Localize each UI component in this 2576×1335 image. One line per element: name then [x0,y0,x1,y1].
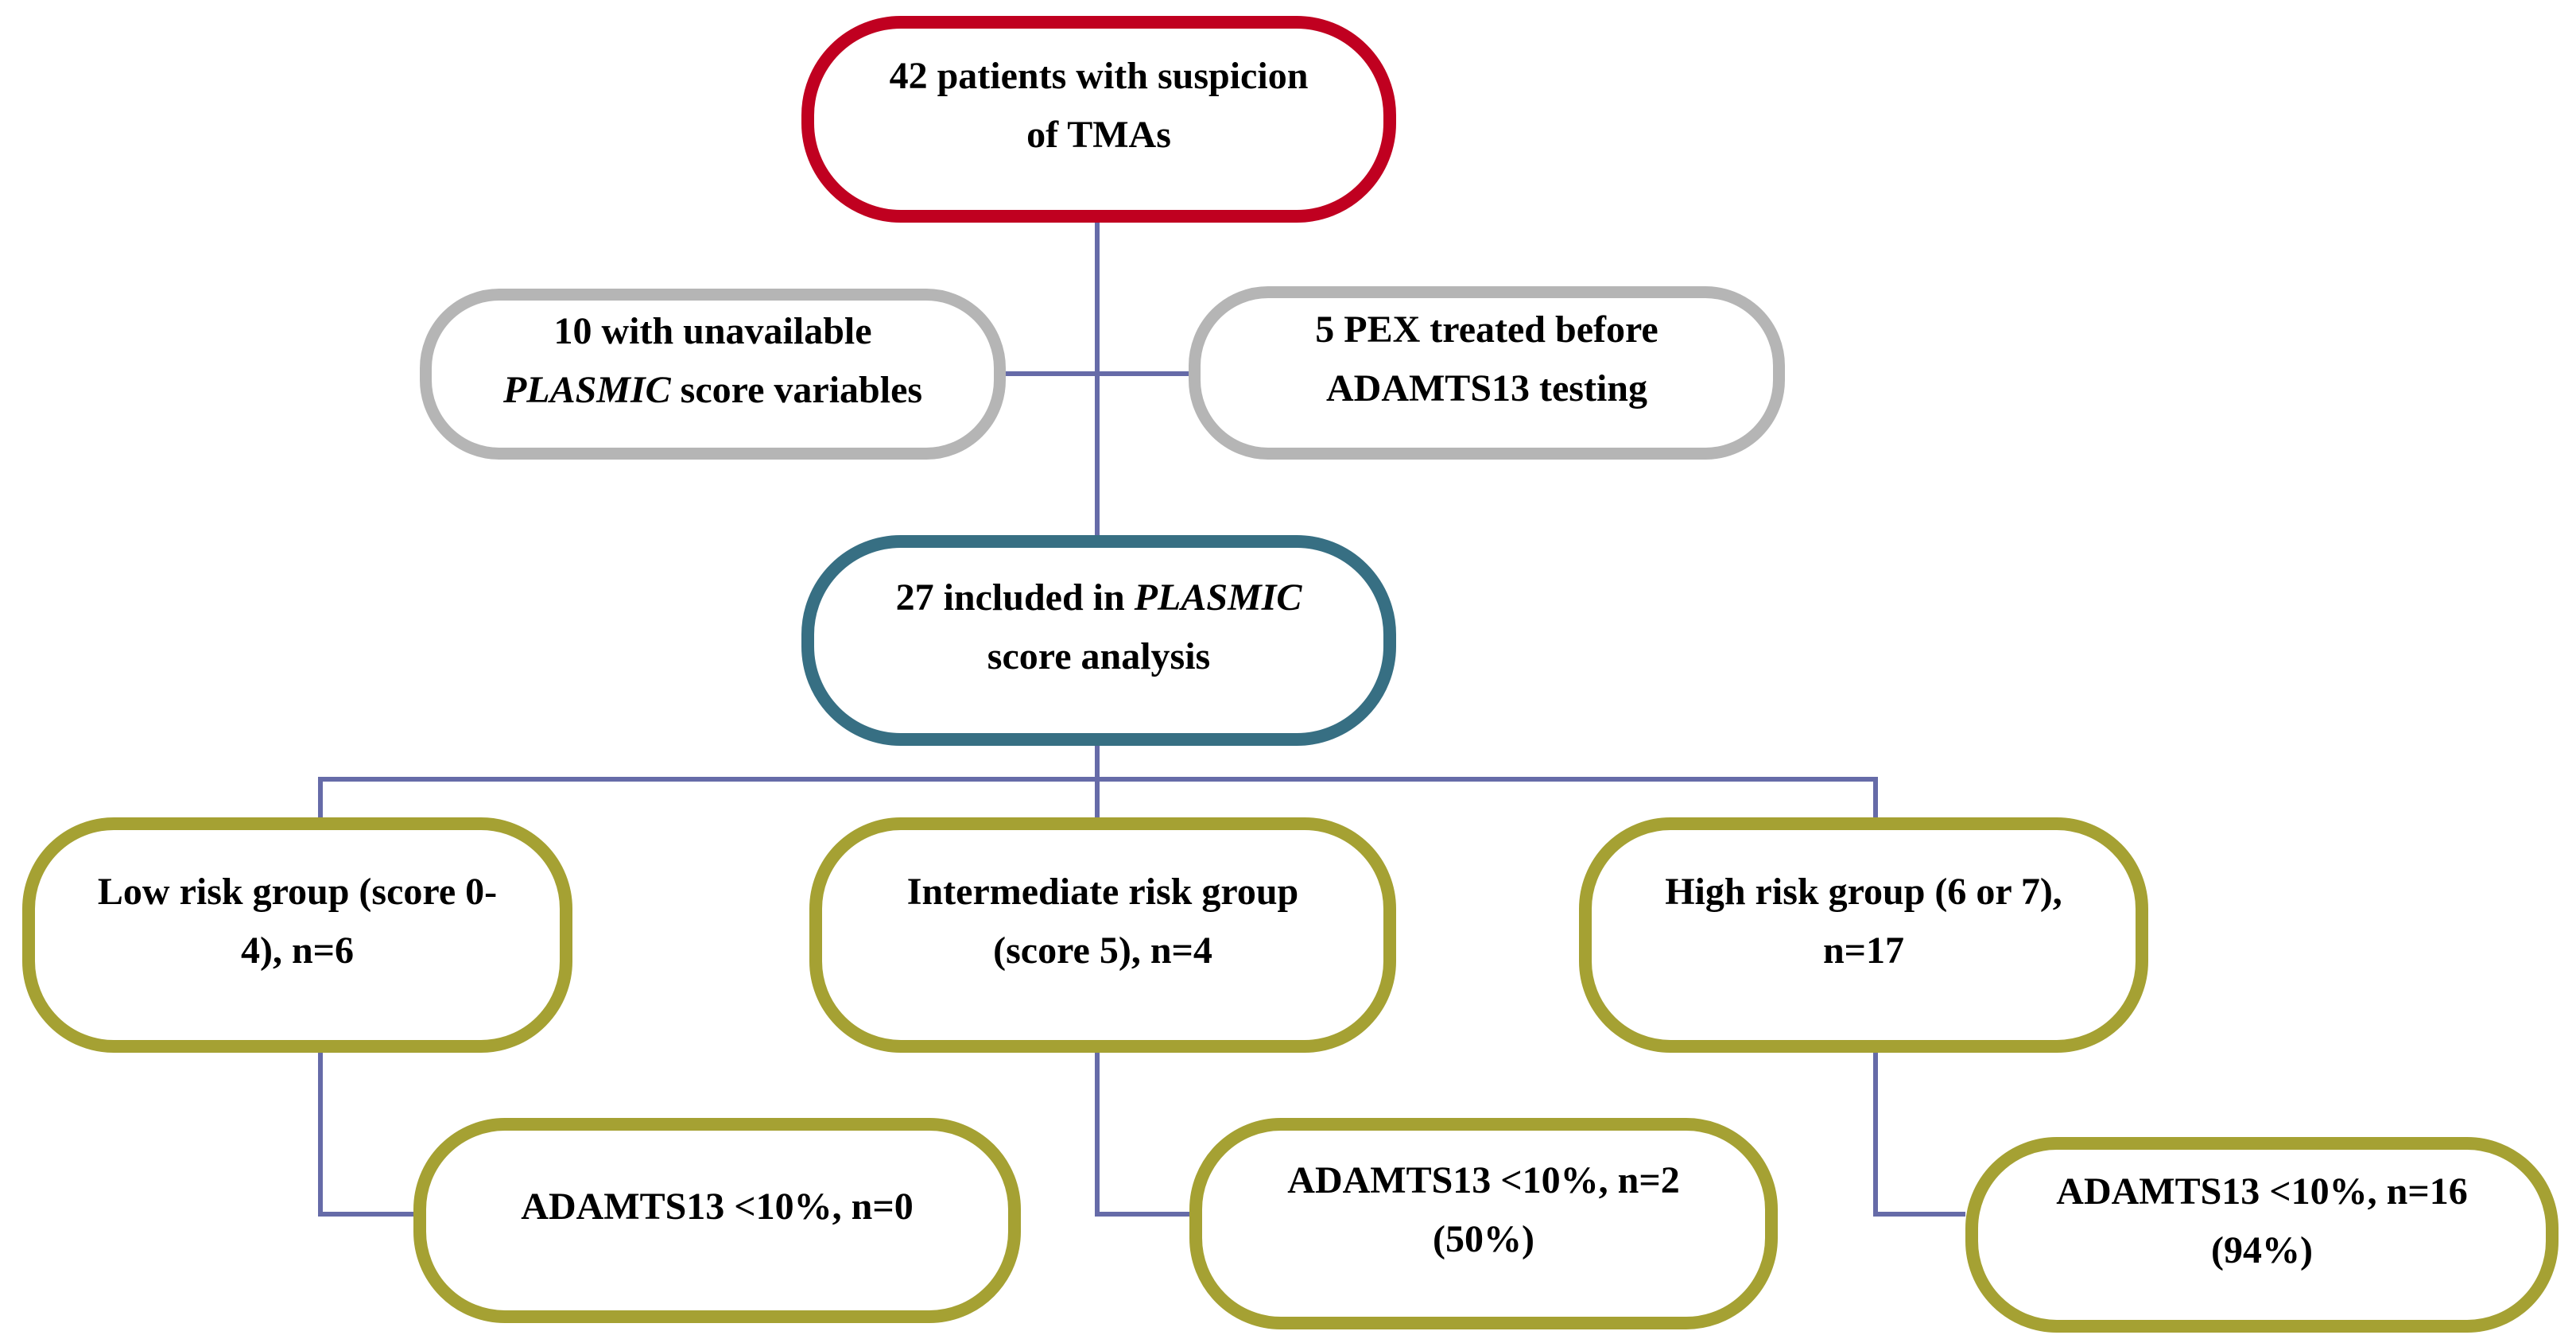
node-included-analysis: 27 included in PLASMIC score analysis [801,535,1396,746]
node-intermediate-risk-adamts13-result: ADAMTS13 <10%, n=2 (50%) [1189,1118,1778,1329]
node-intermediate-risk-group: Intermediate risk group (score 5), n=4 [809,817,1396,1053]
node-high-risk-adamts13-result-line1: ADAMTS13 <10%, n=16 [2056,1170,2468,1213]
connector-branch-horizontal [318,777,1878,782]
node-high-risk-adamts13-result-line2: (94%) [2211,1229,2313,1271]
node-intermediate-risk-adamts13-result-line2: (50%) [1433,1218,1534,1260]
node-total-patients-line2: of TMAs [1026,114,1171,156]
node-high-risk-group: High risk group (6 or 7), n=17 [1579,817,2148,1053]
node-intermediate-risk-adamts13-result-line1: ADAMTS13 <10%, n=2 [1287,1159,1680,1201]
node-low-risk-group-line1: Low risk group (score 0- [97,871,498,913]
node-excluded-plasmic-unavailable-line1: 10 with unavailable [553,309,872,352]
node-excluded-pex-treated-line2: ADAMTS13 testing [1326,367,1647,409]
connector-branch-to-high-risk [1873,782,1878,817]
node-high-risk-group-line2: n=17 [1822,929,1905,972]
node-included-analysis-line2: score analysis [987,635,1211,677]
node-low-risk-adamts13-result: ADAMTS13 <10%, n=0 [413,1118,1021,1323]
connector-total-to-included [1095,223,1100,537]
connector-included-to-branch [1095,746,1100,817]
connector-low-risk-to-adamts [318,1053,413,1217]
node-low-risk-adamts13-result-line1: ADAMTS13 <10%, n=0 [521,1186,914,1228]
node-excluded-plasmic-unavailable-line2: PLASMIC score variables [502,368,923,411]
connector-exclusion-bridge [1006,371,1189,376]
connector-branch-to-low-risk [318,782,323,817]
node-high-risk-adamts13-result: ADAMTS13 <10%, n=16 (94%) [1965,1137,2559,1333]
connector-intermediate-risk-to-adamts [1095,1053,1189,1217]
node-low-risk-group-line2: 4), n=6 [240,929,355,972]
connector-high-risk-to-adamts [1873,1046,1965,1217]
node-intermediate-risk-group-line1: Intermediate risk group [906,871,1299,913]
node-excluded-plasmic-unavailable: 10 with unavailable PLASMIC score variab… [420,289,1006,460]
node-total-patients-line1: 42 patients with suspicion [889,55,1309,97]
node-included-analysis-line1: 27 included in PLASMIC [895,576,1302,619]
node-excluded-pex-treated-line1: 5 PEX treated before [1315,309,1658,351]
node-intermediate-risk-group-line2: (score 5), n=4 [993,929,1212,972]
node-excluded-pex-treated: 5 PEX treated before ADAMTS13 testing [1189,286,1785,460]
node-low-risk-group: Low risk group (score 0- 4), n=6 [22,817,572,1053]
node-total-patients: 42 patients with suspicion of TMAs [801,16,1396,223]
node-high-risk-group-line1: High risk group (6 or 7), [1665,871,2062,913]
